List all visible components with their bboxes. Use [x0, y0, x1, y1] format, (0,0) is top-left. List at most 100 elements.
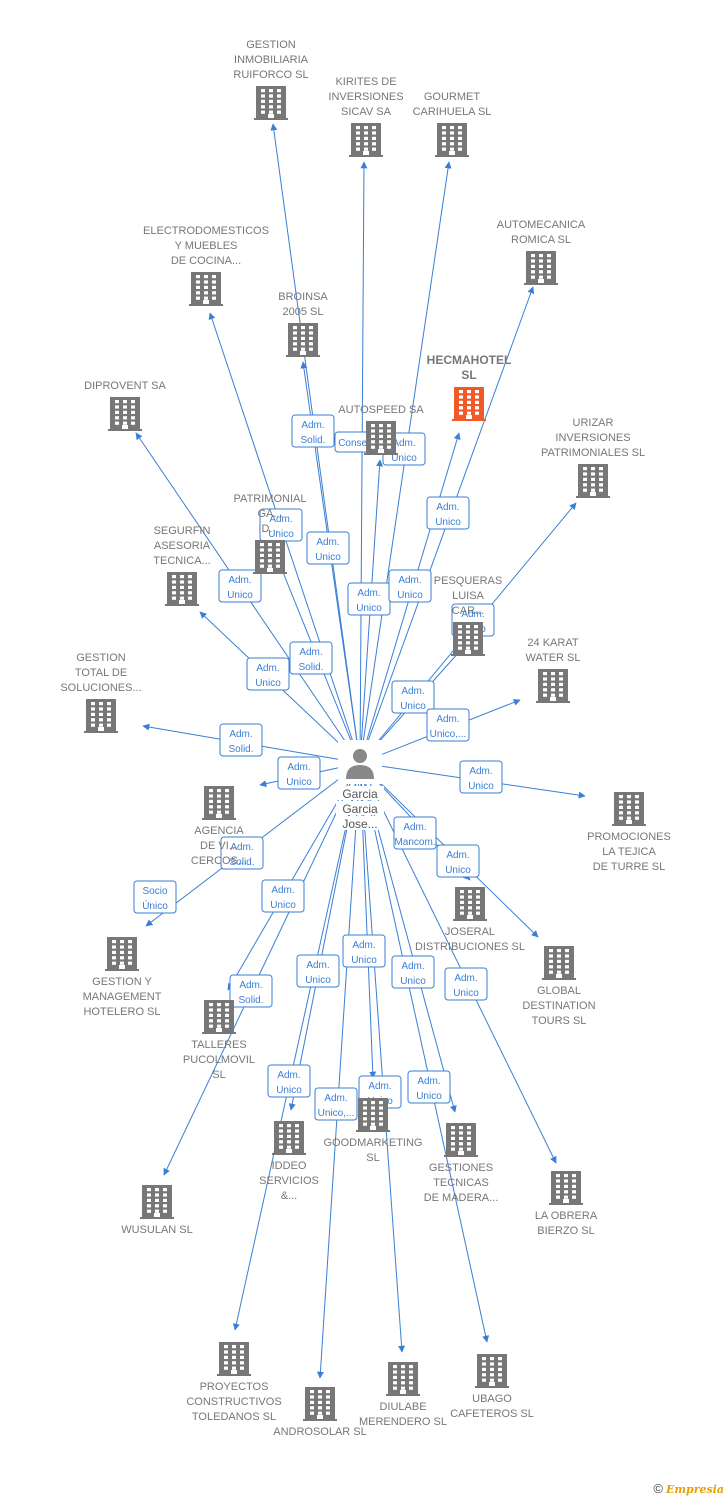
role-tag[interactable]: Adm.Unico: [246, 657, 290, 691]
role-tag[interactable]: Adm.Unico: [218, 569, 262, 603]
node-label: GESTION: [246, 39, 296, 51]
node-patrimonial[interactable]: PATRIMONIALGA...D...: [234, 493, 307, 574]
tag-text: Adm.: [228, 575, 251, 586]
node-label: WATER SL: [525, 652, 580, 664]
credit[interactable]: ©Empresia: [653, 1481, 724, 1496]
role-tag[interactable]: Adm.Unico: [342, 934, 386, 968]
role-tag[interactable]: Adm.Unico: [459, 760, 503, 794]
node-label: TOTAL DE: [75, 667, 127, 679]
node-label: UBAGO: [472, 1393, 512, 1405]
role-tag[interactable]: Adm.Unico: [347, 582, 391, 616]
tag-text: Adm.: [401, 961, 424, 972]
node-segurfin[interactable]: SEGURFINASESORIATECNICA...: [153, 525, 211, 606]
role-tag[interactable]: Adm.Unico: [277, 756, 321, 790]
node-pesqueras[interactable]: PESQUERASLUISACAR...: [434, 575, 502, 656]
role-tag[interactable]: Adm.Unico,...: [314, 1087, 358, 1121]
node-label: DESTINATION: [522, 1000, 595, 1012]
role-tag[interactable]: Adm.Unico: [391, 680, 435, 714]
node-autospeed[interactable]: AUTOSPEED SA: [338, 404, 424, 455]
node-label: URIZAR: [573, 417, 614, 429]
tag-text: Adm.: [436, 714, 459, 725]
building-icon: [253, 540, 287, 574]
node-label: 24 KARAT: [527, 637, 578, 649]
center-person[interactable]: GarciaGarciaJose...: [336, 740, 384, 831]
role-tag[interactable]: Adm.Unico: [267, 1064, 311, 1098]
node-label: CAR...: [452, 605, 484, 617]
tag-text: Adm.: [368, 1081, 391, 1092]
node-diprovent[interactable]: DIPROVENT SA: [84, 380, 167, 431]
tag-text: Unico: [255, 678, 281, 689]
node-label: TECNICAS: [433, 1177, 489, 1189]
edge-laobrera: [359, 762, 557, 1164]
role-tag[interactable]: Adm.Unico: [436, 844, 480, 878]
tag-text: Consejero: [338, 438, 384, 449]
node-karat[interactable]: 24 KARAT WATER SL: [525, 637, 581, 703]
tag-text: Adm.: [357, 588, 380, 599]
node-label: CONSTRUCTIVOS: [186, 1396, 281, 1408]
edge-androsolar: [316, 762, 361, 1379]
building-icon: [542, 946, 576, 980]
center-label: Garcia: [342, 787, 378, 801]
role-tag[interactable]: Adm.Unico: [426, 496, 470, 530]
node-label: SEGURFIN: [154, 525, 211, 537]
role-tag[interactable]: Adm.Solid.: [291, 414, 335, 448]
node-label: IDDEO: [272, 1160, 307, 1172]
role-tag[interactable]: Adm.Solid.: [229, 974, 273, 1008]
center-label: Jose...: [342, 817, 377, 831]
role-tag[interactable]: Adm.Mancom.: [393, 816, 437, 850]
role-tag[interactable]: Adm.Unico: [444, 967, 488, 1001]
tag-text: Adm.: [271, 885, 294, 896]
node-label: MERENDERO SL: [359, 1416, 447, 1428]
role-tag[interactable]: Adm.Solid.: [289, 641, 333, 675]
role-tag[interactable]: Adm.Unico: [306, 531, 350, 565]
role-tag[interactable]: Adm.Solid.: [220, 836, 264, 870]
role-tag[interactable]: Adm.Unico: [388, 569, 432, 603]
building-icon: [105, 937, 139, 971]
tag-text: Adm.: [324, 1093, 347, 1104]
role-tag[interactable]: Adm.Unico: [391, 955, 435, 989]
node-ideo[interactable]: IDDEOSERVICIOS&...: [259, 1121, 319, 1202]
node-label: KIRITES DE: [335, 76, 396, 88]
role-tag[interactable]: Adm.Unico: [407, 1070, 451, 1104]
role-tag[interactable]: Adm.Solid.: [219, 723, 263, 757]
tag-text: Unico: [286, 777, 312, 788]
node-label: DE TURRE SL: [593, 861, 666, 873]
node-label: PESQUERAS: [434, 575, 502, 587]
edge-talleres: [227, 762, 361, 991]
tag-text: Unico: [416, 1091, 442, 1102]
node-label: &...: [281, 1190, 298, 1202]
node-label: PROYECTOS: [200, 1381, 269, 1393]
role-tag[interactable]: Adm.Unico: [296, 954, 340, 988]
tag-text: Unico: [397, 590, 423, 601]
node-wusulan[interactable]: WUSULAN SL: [121, 1185, 193, 1236]
role-tag[interactable]: Adm.Unico,...: [426, 708, 470, 742]
building-icon: [108, 397, 142, 431]
tag-text: Adm.: [436, 502, 459, 513]
role-tag[interactable]: Adm.Unico: [261, 879, 305, 913]
tag-text: Unico: [453, 988, 479, 999]
node-androsolar[interactable]: ANDROSOLAR SL: [273, 1387, 367, 1438]
